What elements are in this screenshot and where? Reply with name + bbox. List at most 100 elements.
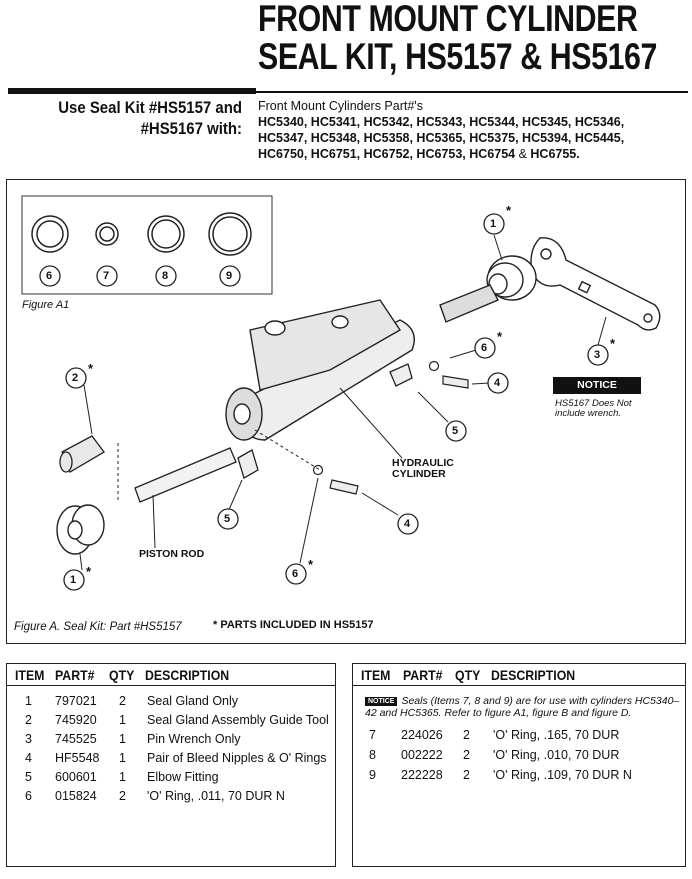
cell-item: 2	[25, 713, 32, 727]
cell-desc: Pair of Bleed Nipples & O' Rings	[147, 751, 327, 765]
callout-circles	[39, 213, 609, 591]
cell-item: 4	[25, 751, 32, 765]
figure-a-caption: Figure A. Seal Kit: Part #HS5157	[14, 621, 182, 633]
cell-item: 1	[25, 694, 32, 708]
table-header: ITEM PART# QTY DESCRIPTION	[7, 664, 335, 686]
label-piston-rod: PISTON ROD	[139, 548, 205, 560]
table-row: 4 HF5548 1 Pair of Bleed Nipples & O' Ri…	[7, 751, 335, 770]
seal-gland-bottom	[56, 504, 105, 555]
cell-qty: 2	[463, 728, 470, 742]
bleed-nipple-bottom	[329, 479, 359, 495]
parts-line-1: HC5340, HC5341, HC5342, HC5343, HC5344, …	[258, 115, 625, 129]
callout-5-bottom: 5	[224, 513, 231, 525]
parts-line-3-amp: &	[515, 147, 531, 161]
cell-part: 015824	[55, 789, 97, 803]
table-header: ITEM PART# QTY DESCRIPTION	[353, 664, 685, 686]
cell-part: 745920	[55, 713, 97, 727]
cell-desc: Elbow Fitting	[147, 770, 219, 784]
cell-desc: 'O' Ring, .165, 70 DUR	[493, 728, 620, 742]
callout-1-top: 1	[490, 218, 497, 230]
seal-gland-guide-tool	[59, 435, 105, 473]
cell-desc: Seal Gland Assembly Guide Tool	[147, 713, 329, 727]
callout-4-top: 4	[494, 377, 501, 389]
callout-8: 8	[162, 270, 169, 282]
figure-a1-frame	[21, 195, 273, 295]
cell-desc: 'O' Ring, .010, 70 DUR	[493, 748, 620, 762]
table-row: 7 224026 2 'O' Ring, .165, 70 DUR	[353, 728, 685, 747]
cell-part: 002222	[401, 748, 443, 762]
title-line-1: FRONT MOUNT CYLINDER	[258, 0, 638, 39]
cell-item: 3	[25, 732, 32, 746]
cell-item: 9	[369, 768, 376, 782]
figure-a-box	[6, 179, 686, 644]
notice-chip: NOTICE	[365, 697, 398, 706]
star-1-top: *	[506, 203, 512, 218]
star-6-top: *	[497, 329, 503, 344]
title-line-2: SEAL KIT, HS5157 & HS5167	[258, 36, 657, 77]
parts-included-note: * PARTS INCLUDED IN HS5157	[213, 619, 374, 631]
table-row: 5 600601 1 Elbow Fitting	[7, 770, 335, 789]
parts-table-left: ITEM PART# QTY DESCRIPTION 1 797021 2 Se…	[6, 663, 336, 867]
cell-qty: 2	[463, 748, 470, 762]
compatible-parts-list: HC5340, HC5341, HC5342, HC5343, HC5344, …	[258, 114, 690, 162]
hydraulic-cylinder-body	[225, 284, 499, 441]
notice-badge: NOTICE	[553, 377, 641, 394]
figure-a1-caption: Figure A1	[22, 299, 70, 311]
callout-6-a1: 6	[46, 270, 53, 282]
use-label-line-1: Use Seal Kit #HS5157 and	[58, 98, 242, 117]
header-rule-thin	[256, 91, 688, 93]
pin-wrench	[530, 237, 661, 331]
notice-wrench-text: HS5167 Does Not include wrench.	[555, 398, 632, 419]
header-rule-thick	[8, 88, 256, 94]
cell-qty: 2	[119, 789, 126, 803]
table-row: 2 745920 1 Seal Gland Assembly Guide Too…	[7, 713, 335, 732]
callout-3: 3	[594, 349, 601, 361]
o-ring-6	[31, 215, 69, 253]
callout-2: 2	[72, 372, 79, 384]
use-label-line-2: #HS5167 with:	[140, 119, 242, 138]
table-row: 3 745525 1 Pin Wrench Only	[7, 732, 335, 751]
header-description: DESCRIPTION	[145, 667, 230, 683]
o-ring-8	[147, 215, 185, 253]
star-3: *	[610, 336, 616, 351]
cell-qty: 1	[119, 770, 126, 784]
o-ring-6-bottom	[312, 464, 324, 476]
cell-item: 5	[25, 770, 32, 784]
table-row: 1 797021 2 Seal Gland Only	[7, 694, 335, 713]
cell-qty: 2	[119, 694, 126, 708]
table-row: 9 222228 2 'O' Ring, .109, 70 DUR N	[353, 768, 685, 787]
callout-5-top: 5	[452, 425, 459, 437]
callout-9: 9	[226, 270, 233, 282]
parts-line-3b: HC6755.	[530, 147, 580, 161]
callout-1-bottom: 1	[70, 574, 77, 586]
label-cylinder: CYLINDER	[392, 468, 446, 480]
cell-part: 745525	[55, 732, 97, 746]
elbow-fitting-bottom	[237, 449, 259, 479]
label-hydraulic: HYDRAULIC	[392, 457, 454, 469]
callout-7: 7	[103, 270, 110, 282]
cell-part: 797021	[55, 694, 97, 708]
o-ring-7	[95, 222, 119, 246]
parts-line-2: HC5347, HC5348, HC5358, HC5365, HC5375, …	[258, 131, 625, 145]
parts-line-3a: HC6750, HC6751, HC6752, HC6753, HC6754	[258, 147, 516, 161]
cell-item: 7	[369, 728, 376, 742]
cell-item: 6	[25, 789, 32, 803]
star-2: *	[88, 361, 94, 376]
table-row: 8 002222 2 'O' Ring, .010, 70 DUR	[353, 748, 685, 767]
piston-rod	[134, 447, 237, 503]
header-qty: QTY	[109, 667, 135, 683]
seals-notice-text: Seals (Items 7, 8 and 9) are for use wit…	[365, 695, 680, 719]
cell-qty: 1	[119, 713, 126, 727]
header-part: PART#	[403, 667, 443, 683]
cell-part: 224026	[401, 728, 443, 742]
table-row: 6 015824 2 'O' Ring, .011, 70 DUR N	[7, 789, 335, 808]
cell-qty: 1	[119, 751, 126, 765]
seal-gland-top	[486, 255, 537, 301]
cell-desc: 'O' Ring, .109, 70 DUR N	[493, 768, 632, 782]
use-seal-kit-label: Use Seal Kit #HS5157 and #HS5167 with:	[40, 97, 242, 139]
o-ring-9	[208, 212, 252, 256]
cell-qty: 1	[119, 732, 126, 746]
